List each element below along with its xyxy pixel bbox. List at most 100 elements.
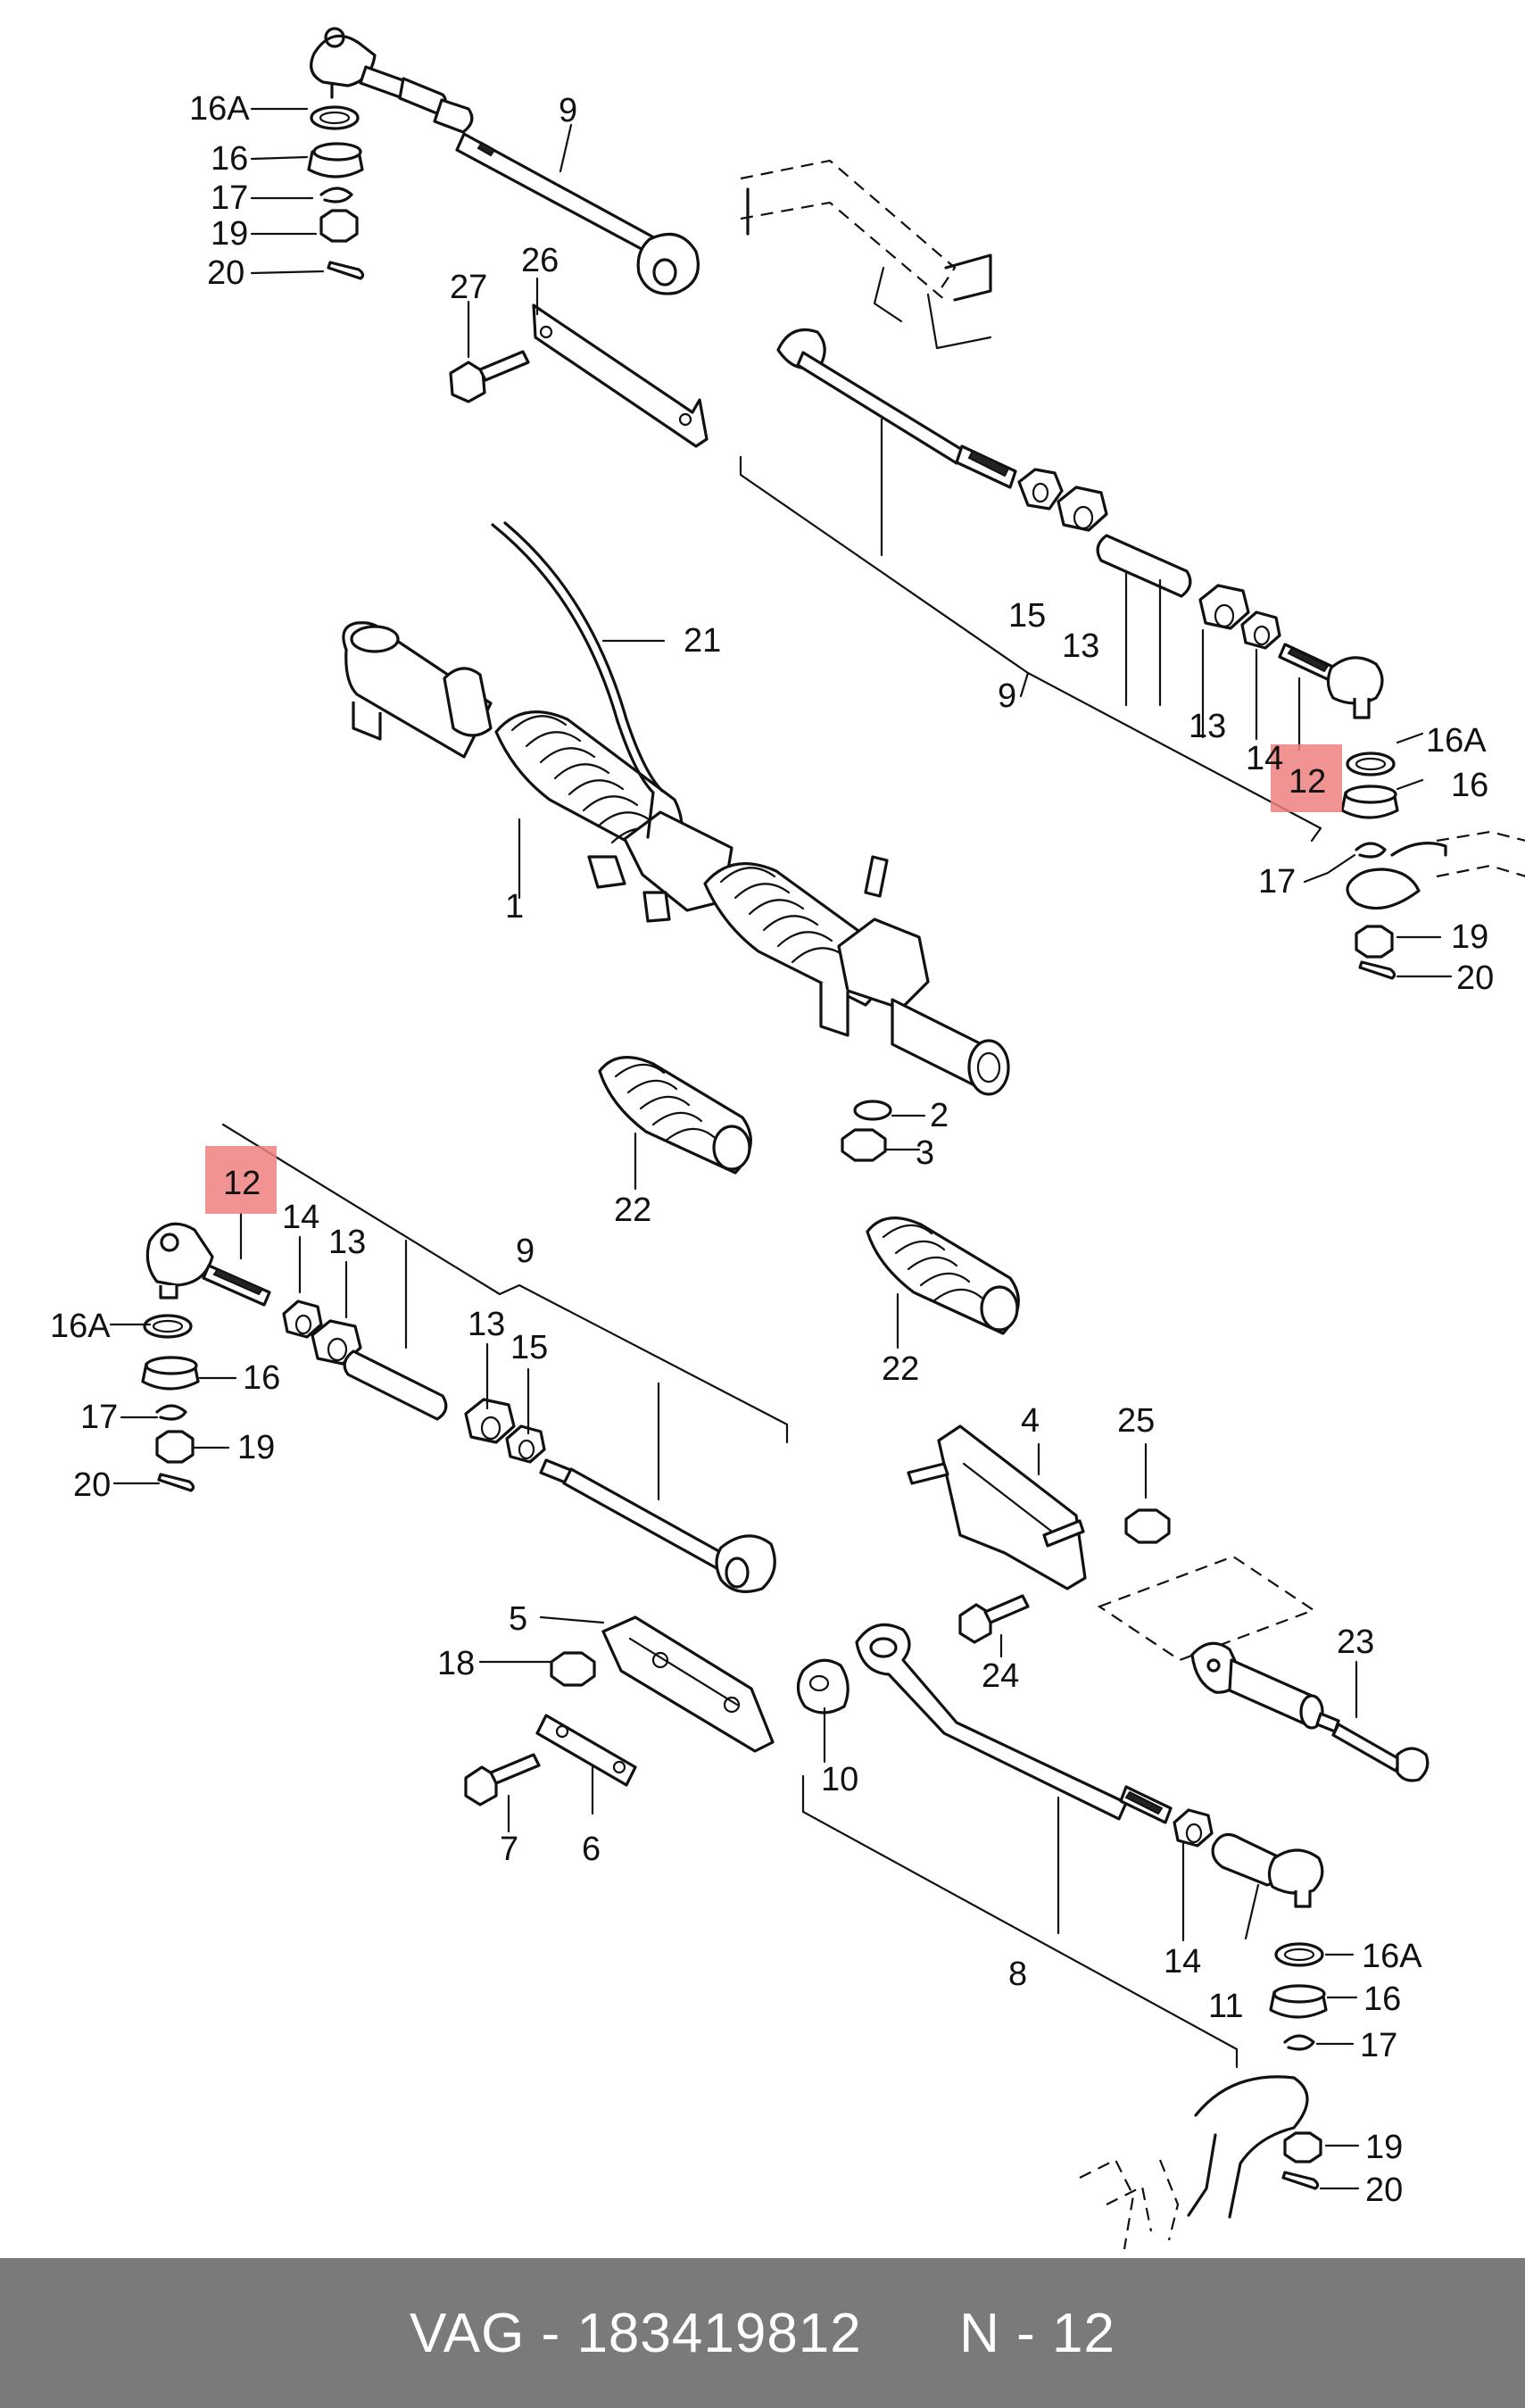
label-16-left: 16 bbox=[243, 1359, 280, 1397]
label-9-left: 9 bbox=[516, 1233, 535, 1270]
top-right-tie-rod bbox=[776, 328, 1017, 489]
tie-rod-end-12-right bbox=[1278, 643, 1384, 719]
top-left-small-parts bbox=[307, 105, 365, 280]
spacer bbox=[862, 2303, 959, 2364]
label-9-right: 9 bbox=[998, 677, 1016, 715]
label-3: 3 bbox=[916, 1134, 934, 1172]
highlight-box-12-left bbox=[205, 1146, 277, 1214]
label-2: 2 bbox=[930, 1097, 949, 1134]
label-15-right: 15 bbox=[1008, 597, 1046, 635]
nut-13-right-a bbox=[1057, 486, 1108, 532]
label-24: 24 bbox=[982, 1657, 1019, 1695]
left-small-parts bbox=[141, 1314, 200, 1492]
label-13-left-a: 13 bbox=[328, 1224, 366, 1261]
nut-15-right bbox=[1017, 468, 1064, 511]
nut-14-bottom bbox=[1173, 1808, 1214, 1848]
label-20-right: 20 bbox=[1456, 959, 1494, 997]
label-10: 10 bbox=[821, 1761, 858, 1798]
nut-13-right-b bbox=[1198, 584, 1250, 630]
label-12-right: 12 bbox=[1289, 763, 1326, 801]
steering-rack-1 bbox=[342, 621, 1010, 1096]
mount-5 bbox=[601, 1615, 775, 1753]
label-17-right: 17 bbox=[1258, 863, 1296, 901]
label-19-top-left: 19 bbox=[211, 215, 248, 253]
label-20-left: 20 bbox=[73, 1466, 111, 1504]
steering-knuckle-bottom bbox=[1079, 2075, 1309, 2250]
nut-13-left-a bbox=[311, 1319, 362, 1366]
label-22-a: 22 bbox=[614, 1192, 651, 1229]
nut-3 bbox=[841, 1128, 887, 1162]
label-20-top-left: 20 bbox=[207, 254, 244, 292]
washer-2 bbox=[853, 1100, 892, 1121]
boot-22-b bbox=[866, 1216, 1020, 1335]
label-21: 21 bbox=[684, 622, 721, 660]
label-4: 4 bbox=[1021, 1402, 1040, 1440]
label-16-top-left: 16 bbox=[211, 140, 248, 178]
bolt-27 bbox=[449, 350, 530, 403]
callout-number: 12 bbox=[1052, 2302, 1115, 2364]
part-number-footer: VAG - 183419812 N - 12 bbox=[0, 2258, 1525, 2408]
bolt-24 bbox=[958, 1594, 1030, 1644]
label-27: 27 bbox=[450, 269, 487, 306]
tie-rod-end-11 bbox=[1211, 1832, 1324, 1908]
label-20-bottom: 20 bbox=[1365, 2171, 1403, 2209]
left-tie-rod-end-12 bbox=[145, 1222, 271, 1307]
label-16A-top-left: 16A bbox=[189, 90, 250, 128]
label-16-right: 16 bbox=[1451, 767, 1488, 804]
bracket-4 bbox=[907, 1424, 1087, 1590]
brand-name: VAG bbox=[409, 2302, 526, 2364]
right-small-parts bbox=[1340, 751, 1399, 980]
drag-link-8 bbox=[855, 1623, 1173, 1824]
label-9-top: 9 bbox=[559, 92, 577, 129]
label-17-left: 17 bbox=[80, 1399, 118, 1436]
bottom-small-parts bbox=[1269, 1942, 1328, 2190]
footer-caption: VAG - 183419812 N - 12 bbox=[410, 2302, 1115, 2365]
label-19-left: 19 bbox=[237, 1429, 275, 1466]
label-18: 18 bbox=[437, 1645, 475, 1682]
sleeve-right bbox=[1096, 534, 1192, 598]
nut-14-right bbox=[1240, 610, 1281, 650]
boot-22-a bbox=[598, 1056, 752, 1175]
plate-26 bbox=[532, 303, 709, 448]
label-14-bottom: 14 bbox=[1164, 1943, 1201, 1980]
nut-25 bbox=[1124, 1508, 1171, 1544]
label-14-left: 14 bbox=[282, 1199, 319, 1236]
highlight-box-12-right bbox=[1271, 744, 1342, 812]
label-5: 5 bbox=[509, 1600, 527, 1638]
nut-15-left bbox=[505, 1424, 546, 1464]
label-13-right-b: 13 bbox=[1189, 708, 1226, 745]
callout-prefix: N bbox=[959, 2302, 1000, 2364]
steering-damper-23 bbox=[1190, 1641, 1430, 1782]
nut-18 bbox=[550, 1651, 596, 1687]
label-13-left-b: 13 bbox=[468, 1306, 505, 1343]
label-1: 1 bbox=[505, 888, 524, 926]
steering-arm-right bbox=[1346, 830, 1525, 910]
nut-13-left-b bbox=[464, 1398, 516, 1444]
label-26: 26 bbox=[521, 242, 559, 279]
separator: - bbox=[999, 2302, 1053, 2364]
part-number: 183419812 bbox=[576, 2302, 862, 2364]
label-7: 7 bbox=[500, 1831, 518, 1868]
separator: - bbox=[525, 2302, 577, 2364]
label-14-right: 14 bbox=[1246, 740, 1283, 777]
label-11: 11 bbox=[1208, 1988, 1243, 2025]
label-15-left: 15 bbox=[510, 1329, 548, 1366]
bolt-7 bbox=[464, 1753, 541, 1806]
label-17-top-left: 17 bbox=[211, 179, 248, 217]
top-left-tie-rod bbox=[310, 27, 700, 295]
frame-outline-top bbox=[740, 159, 992, 350]
label-12-left: 12 bbox=[223, 1165, 261, 1202]
label-8: 8 bbox=[1008, 1955, 1027, 1993]
left-long-rod bbox=[539, 1458, 776, 1593]
label-16A-right: 16A bbox=[1426, 722, 1487, 760]
label-13-right-a: 13 bbox=[1062, 627, 1099, 665]
label-19-right: 19 bbox=[1451, 918, 1488, 956]
label-6: 6 bbox=[582, 1831, 601, 1868]
label-25: 25 bbox=[1117, 1402, 1155, 1440]
label-16A-bottom: 16A bbox=[1362, 1938, 1422, 1975]
label-19-bottom: 19 bbox=[1365, 2129, 1403, 2166]
label-23: 23 bbox=[1337, 1623, 1374, 1661]
steering-parts-diagram: 9 16A 16 17 19 20 27 26 21 1 15 13 13 14… bbox=[50, 27, 1525, 2250]
label-22-b: 22 bbox=[882, 1350, 919, 1388]
